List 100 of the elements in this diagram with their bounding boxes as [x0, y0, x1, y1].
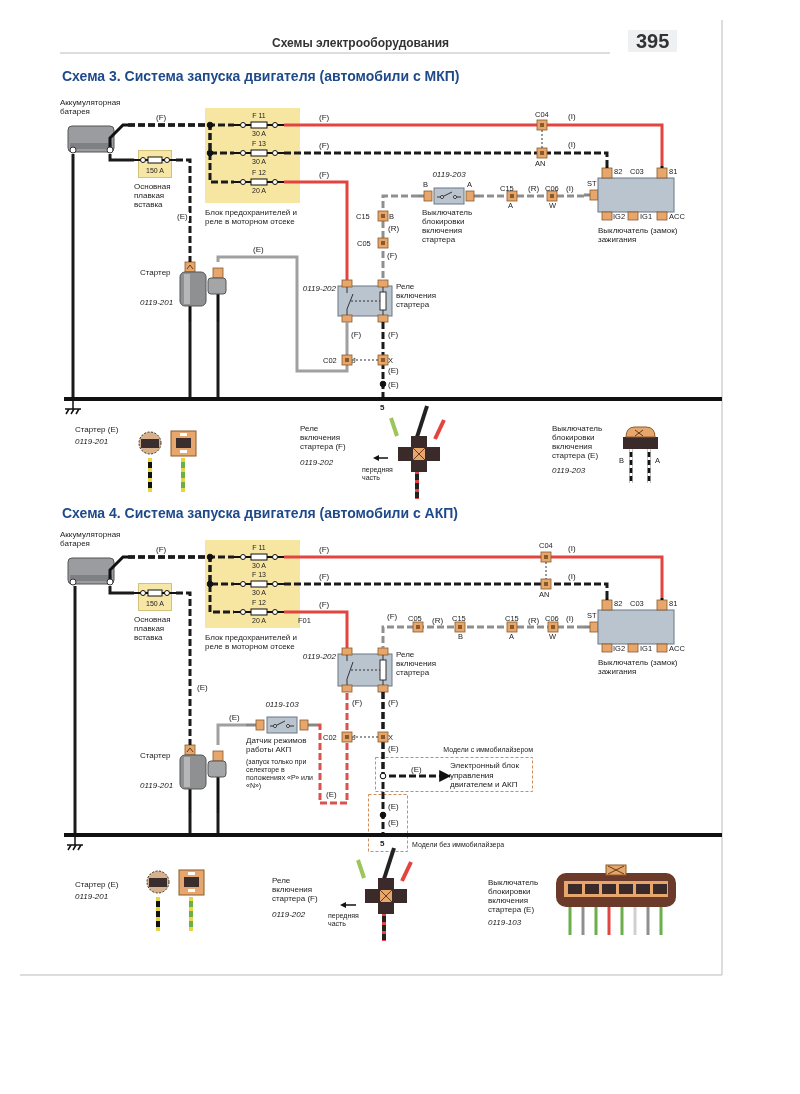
component-label: Основная плавкая вставка [134, 182, 172, 209]
wire [176, 158, 192, 262]
wire [108, 154, 134, 162]
wire [284, 123, 664, 166]
scheme-title: Схема 4. Система запуска двигателя (автомобили с АКП) [62, 505, 458, 521]
caption-text: Выключатель блокировки включения стартера (E) [552, 424, 604, 460]
part-number: 0119-202 [272, 910, 306, 919]
wire-code: (F) [155, 113, 168, 122]
wire [216, 255, 349, 373]
component-label: Выключатель (замок) зажигания [598, 226, 679, 244]
wire-code: (F) [387, 612, 398, 621]
wire-code: (E) [325, 790, 338, 799]
wire-code: (F) [318, 113, 331, 122]
wire-code: (E) [388, 818, 399, 827]
part-number: 0119-201 [140, 298, 174, 307]
part-number: 0119-103 [264, 700, 300, 709]
wire-code: (I) [568, 140, 576, 149]
wire-code: (E) [388, 802, 399, 811]
caption-text: Реле включения стартера (F) [272, 876, 319, 903]
part-number: 0119-202 [301, 284, 336, 293]
wire-code: (F) [318, 141, 331, 150]
part-number: 0119-203 [552, 466, 586, 475]
module-label: Электронный блок управления двигателем и АКП [450, 761, 528, 791]
component-label: Аккумуляторная батарея [60, 98, 122, 116]
caption-text: Стартер (E) [75, 880, 119, 889]
wire [188, 813, 192, 833]
wire [381, 322, 385, 397]
wire [216, 813, 220, 833]
wire [381, 625, 584, 648]
wire [317, 692, 349, 805]
wire [188, 322, 192, 397]
wire [381, 692, 385, 833]
wire-code: (F) [318, 545, 331, 554]
wire [284, 555, 664, 598]
wire [216, 723, 246, 745]
wire-code: (I) [568, 112, 576, 121]
wire [216, 322, 220, 397]
caption-text: Реле включения стартера (F) [300, 424, 347, 451]
wire-code: (I) [568, 572, 576, 581]
wire [73, 586, 77, 833]
wire-code: (F) [387, 251, 398, 260]
component-label: Выключатель блокировки включения стартера [422, 208, 474, 244]
part-number: 0119-201 [140, 781, 174, 790]
wire-code: (R) [527, 184, 541, 193]
wire-code: (R) [527, 616, 541, 625]
wire [71, 154, 75, 397]
component-label: Блок предохранителей и реле в моторном отсеке [205, 208, 298, 226]
scheme-title: Схема 3. Система запуска двигателя (автомобили с МКП) [62, 68, 460, 84]
wire-code: (F) [318, 572, 331, 581]
wire [128, 123, 234, 184]
wire [284, 582, 609, 598]
wire-code: (E) [252, 245, 265, 254]
ground-bus [64, 833, 722, 837]
page-header: Схемы электрооборудования [272, 36, 450, 50]
wire-code: (F) [388, 698, 399, 707]
wire-code: (E) [388, 380, 399, 389]
caption-text: Выключатель блокировки включения стартера (E) [488, 878, 540, 914]
wire [284, 151, 609, 166]
component-label: Блок предохранителей и реле в моторном отсеке [205, 633, 298, 651]
component-label: Аккумуляторная батарея [60, 530, 122, 548]
wire [108, 586, 134, 595]
wire [284, 610, 349, 648]
wire-code: (F) [318, 600, 331, 609]
wire-code: (E) [388, 744, 399, 753]
wire-code: (I) [566, 184, 574, 193]
wire-code: (F) [318, 170, 331, 179]
wire-code: (E) [176, 212, 189, 221]
wire-code: (E) [196, 683, 209, 692]
component-label: Датчик режимов работы АКП [246, 736, 308, 754]
wire-code: (F) [351, 330, 362, 339]
wire [480, 194, 584, 198]
wire-code: (E) [228, 713, 241, 722]
component-label: Выключатель (замок) зажигания [598, 658, 679, 676]
component-label: Реле включения стартера [396, 650, 438, 677]
component-label: Реле включения стартера [396, 282, 438, 309]
component-label: Стартер [140, 268, 171, 277]
terminal-number: 5 [380, 403, 385, 412]
wire-code: (R) [432, 616, 444, 625]
wire-code: (F) [155, 545, 168, 554]
wire-code: (F) [352, 698, 363, 707]
wire-code: (R) [387, 224, 401, 233]
wire-code: (I) [568, 544, 576, 553]
wire-code: (E) [388, 366, 399, 375]
part-number: 0119-203 [431, 170, 467, 179]
wire [284, 180, 349, 280]
wire-code: (I) [566, 614, 574, 623]
ground-bus [64, 397, 722, 401]
page-number: 395 [628, 30, 678, 52]
component-label: Стартер [140, 751, 171, 760]
part-number: 0119-201 [75, 892, 109, 901]
wire-code: (E) [410, 765, 423, 774]
part-number: 0119-202 [301, 652, 336, 661]
caption-text: Стартер (E) [75, 425, 119, 434]
part-number: 0119-202 [300, 458, 334, 467]
terminal-number: 5 [380, 839, 385, 848]
wire-code: (F) [387, 330, 400, 339]
wire [381, 194, 418, 280]
wire [128, 555, 234, 614]
component-label: Основная плавкая вставка [134, 615, 172, 642]
part-number: 0119-103 [488, 918, 522, 927]
